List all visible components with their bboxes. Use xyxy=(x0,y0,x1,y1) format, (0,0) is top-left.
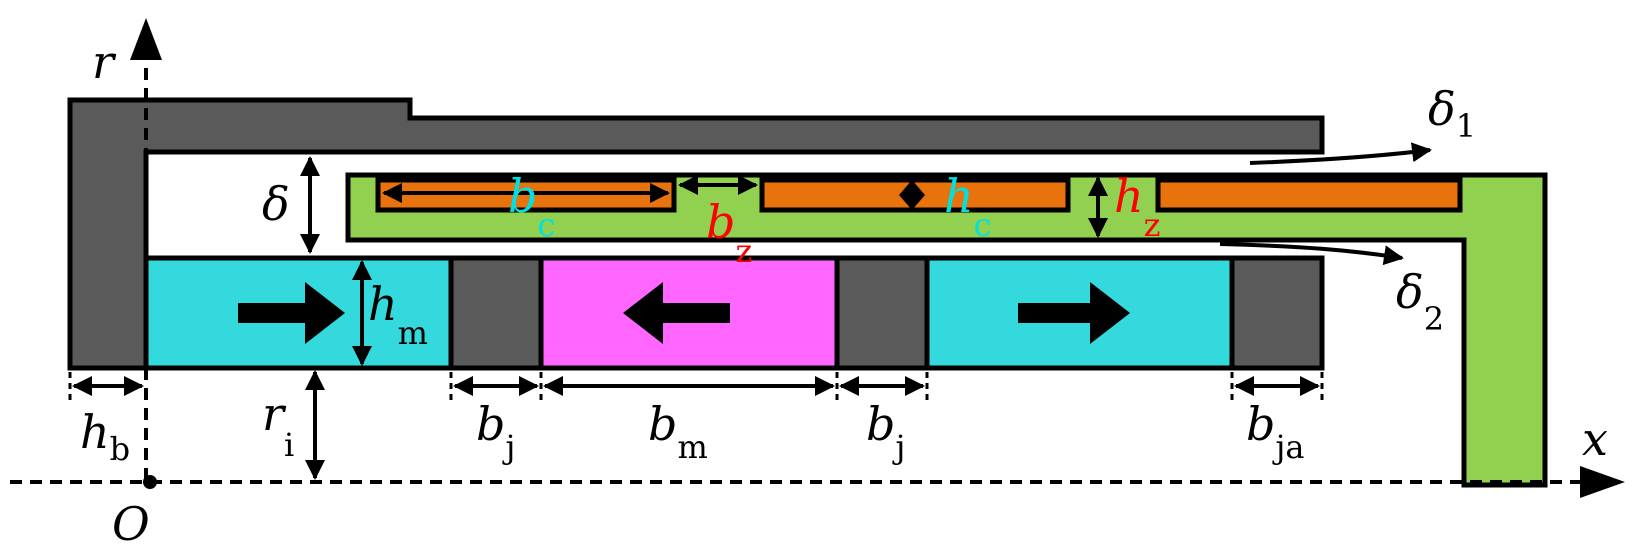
hc-label: hc xyxy=(944,169,992,244)
x-axis-label: x xyxy=(1582,412,1608,466)
bz-label: bz xyxy=(706,195,752,270)
delta1-label: δ1 xyxy=(1428,82,1476,145)
bm-label: bm xyxy=(648,397,708,466)
hz-label: hz xyxy=(1114,169,1161,244)
magnetization-arrow-left xyxy=(623,282,730,344)
iron-pole-1 xyxy=(448,255,544,371)
ri-label: ri xyxy=(262,387,294,464)
coil-3 xyxy=(1155,177,1463,213)
iron-pole-2 xyxy=(834,255,930,371)
x-axis-arrowhead xyxy=(1580,466,1625,498)
delta-label: δ xyxy=(262,177,290,231)
hb-label: hb xyxy=(80,405,130,468)
delta2-leader xyxy=(1219,242,1404,266)
bja-label: bja xyxy=(1246,397,1304,466)
hm-label: hm xyxy=(368,277,428,352)
delta2-label: δ2 xyxy=(1396,265,1444,338)
magnetization-arrow-right-1 xyxy=(238,282,345,344)
origin-label: O xyxy=(112,497,150,551)
bj1-label: bj xyxy=(476,397,515,466)
iron-pole-end xyxy=(1229,255,1325,371)
hc-dimension-marker xyxy=(899,180,925,210)
magnetization-arrow-right-2 xyxy=(1018,282,1130,344)
r-axis-label: r xyxy=(92,35,117,89)
bc-label: bc xyxy=(508,169,555,244)
r-axis-arrowhead xyxy=(130,18,162,60)
delta1-leader xyxy=(1249,142,1432,165)
bj2-label: bj xyxy=(866,397,905,466)
outer-housing xyxy=(67,97,1325,371)
origin-point xyxy=(143,475,157,489)
